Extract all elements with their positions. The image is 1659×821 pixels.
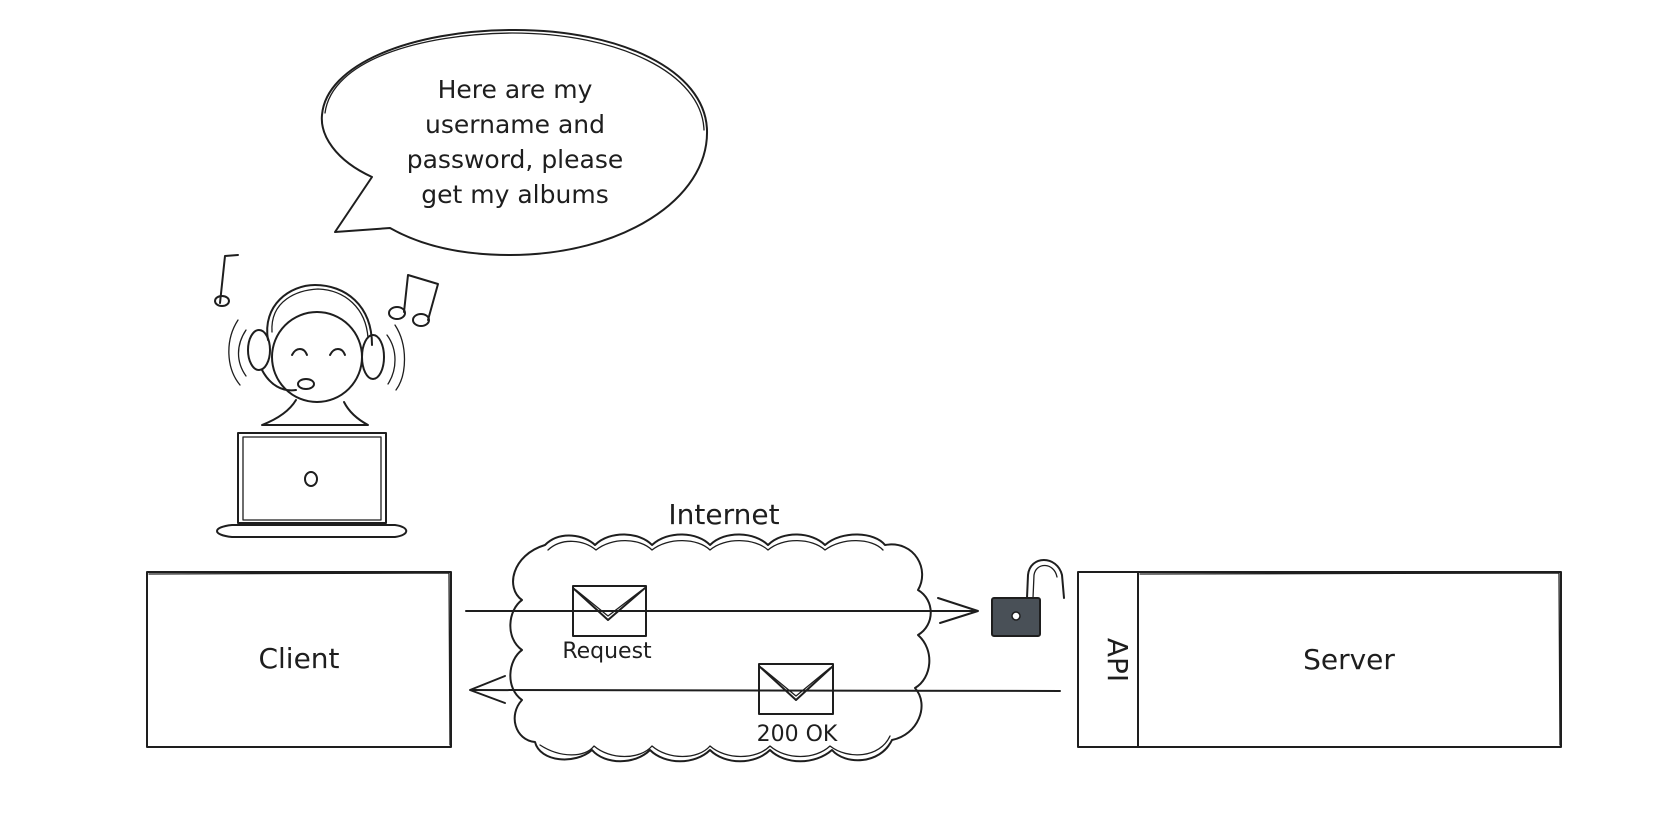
request-arrow — [465, 597, 979, 624]
speech-line-4: get my albums — [421, 180, 608, 209]
request-envelope-icon — [572, 585, 647, 637]
music-note-icon — [214, 254, 239, 307]
speech-line-3: password, please — [407, 145, 624, 174]
request-label: Request — [562, 639, 652, 664]
internet-cloud — [509, 533, 932, 763]
api-block: API — [1077, 571, 1139, 748]
unlocked-padlock-icon — [991, 559, 1065, 637]
speech-line-1: Here are my — [438, 75, 593, 104]
server-label: Server — [1303, 643, 1395, 676]
response-label: 200 OK — [757, 722, 838, 747]
client-label: Client — [258, 642, 339, 675]
response-envelope-icon — [758, 663, 834, 715]
server-box: Server — [1137, 571, 1562, 748]
api-label: API — [1101, 638, 1134, 682]
internet-label: Internet — [668, 498, 779, 531]
speech-line-2: username and — [425, 110, 605, 139]
laptop-icon — [216, 432, 408, 538]
person-with-headphones-icon — [228, 284, 406, 426]
response-arrow — [469, 675, 1061, 704]
speech-bubble: Here are my username and password, pleas… — [320, 29, 709, 256]
music-note-icon — [388, 274, 439, 327]
client-box: Client — [146, 571, 452, 748]
